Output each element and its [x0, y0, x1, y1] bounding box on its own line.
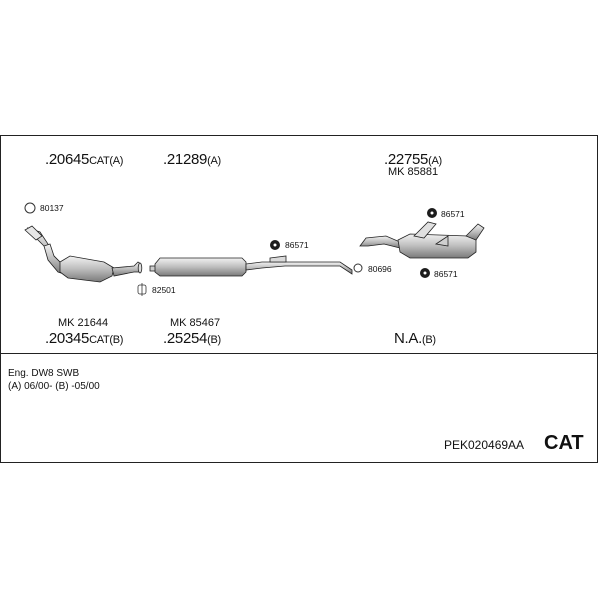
small-part-label: 80696 [368, 264, 392, 274]
ring-icon [353, 263, 363, 273]
rear-silencer [359, 221, 485, 259]
part-suffix: CAT(B) [89, 334, 124, 346]
small-part-label: 82501 [152, 285, 176, 295]
clamp-icon [137, 283, 147, 296]
small-part-label: 80137 [40, 203, 64, 213]
small-part-label: 86571 [441, 209, 465, 219]
diagram-code: PEK020469AA [444, 438, 525, 452]
part-number: .21289 [163, 151, 208, 168]
part-number: N.A. [394, 330, 422, 347]
date-range: (A) 06/00- (B) -05/00 [8, 381, 100, 392]
part-label: .22755(A) [384, 152, 442, 167]
footer-divider [0, 353, 598, 354]
cat-label: CAT [544, 432, 584, 454]
middle-silencer [149, 255, 353, 277]
part-number: .20645 [45, 151, 90, 168]
part-label: .21289(A) [163, 152, 221, 167]
part-label: .20645CAT(A) [45, 152, 123, 167]
part-number: .20345 [45, 330, 90, 347]
part-suffix: (A) [207, 155, 221, 167]
mk-label: MK 21644 [58, 317, 109, 329]
mk-label: MK 85467 [170, 317, 221, 329]
part-number: .25254 [163, 330, 208, 347]
ring-icon [24, 202, 36, 214]
catalytic-converter [24, 225, 143, 283]
part-number: .22755 [384, 151, 429, 168]
part-label: .20345CAT(B) [45, 331, 123, 346]
part-suffix: CAT(A) [89, 155, 124, 167]
part-label: .25254(B) [163, 331, 221, 346]
part-label: N.A.(B) [394, 331, 436, 346]
diagram-frame [0, 135, 598, 463]
small-part-label: 86571 [285, 240, 309, 250]
part-suffix: (B) [207, 334, 221, 346]
part-suffix: (B) [421, 334, 436, 346]
engine-info: Eng. DW8 SWB [8, 368, 80, 379]
part-suffix: (A) [428, 155, 442, 167]
mk-label: MK 85881 [388, 166, 439, 178]
small-part-label: 86571 [434, 269, 458, 279]
